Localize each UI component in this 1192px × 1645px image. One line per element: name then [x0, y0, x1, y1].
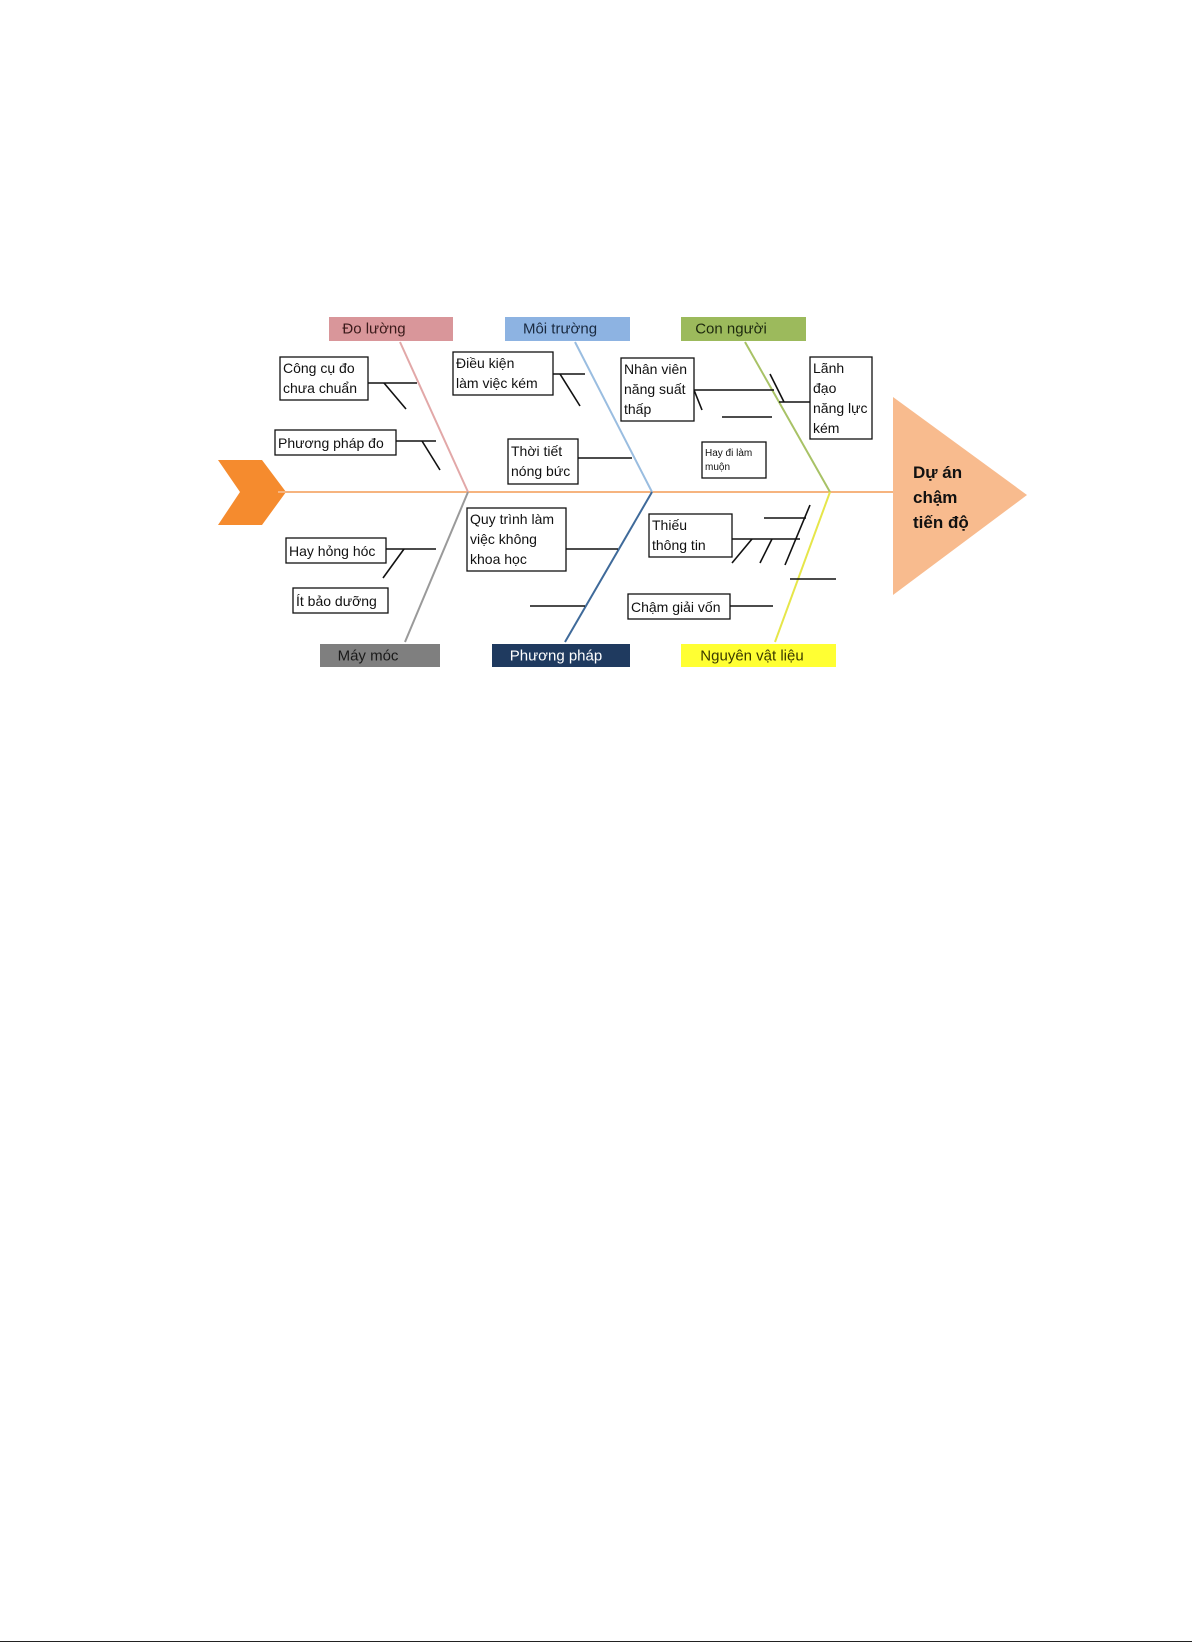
cause-box: Quy trình làm việc không khoa học — [466, 507, 567, 572]
svg-text:Điều kiện làm việc kém: Điều kiện làm việc kém — [456, 355, 538, 391]
category-phuong-phap: Phương pháp — [492, 644, 630, 667]
bone-nguyen-vat-lieu — [774, 491, 831, 643]
effect-line: chậm — [913, 488, 957, 507]
svg-text:Quy trình làm việc không: Quy trình làm việc không khoa học — [470, 511, 558, 567]
svg-text:Hay đi làm muộn: Hay đi làm muộn — [705, 448, 755, 473]
bone-con-nguoi — [744, 341, 831, 493]
bone-moi-truong — [574, 341, 653, 493]
bone-phuong-phap — [564, 491, 653, 643]
sub-bones — [368, 373, 836, 607]
cause-box: Thời tiết nóng bức — [507, 438, 579, 485]
cause-box: Thiếu thông tin — [648, 513, 733, 558]
tail-chevron — [218, 460, 286, 525]
effect-line: tiến độ — [913, 513, 969, 532]
cause-box: Hay hỏng hóc — [285, 537, 387, 564]
svg-text:Hay hỏng hóc: Hay hỏng hóc — [289, 543, 375, 559]
cause-box: Nhân viên năng suất thấp — [620, 357, 695, 422]
category-do-luong: Đo lường — [329, 317, 453, 341]
cause-box: Phương pháp đo — [274, 429, 397, 456]
svg-text:Nguyên vật liệu: Nguyên vật liệu — [700, 648, 803, 665]
svg-text:Thiếu thông tin: Thiếu thông tin — [652, 517, 706, 553]
svg-text:Chậm giải vốn: Chậm giải vốn — [631, 599, 721, 615]
svg-text:Lãnh đạo năng lực: Lãnh đạo năng lực kém — [813, 360, 871, 436]
category-moi-truong: Môi trường — [505, 317, 630, 341]
svg-text:Phương pháp: Phương pháp — [510, 648, 602, 665]
svg-text:Môi trường: Môi trường — [523, 321, 597, 338]
category-may-moc: Máy móc — [320, 644, 440, 667]
svg-text:Ít bảo dưỡng: Ít bảo dưỡng — [296, 593, 377, 609]
svg-text:Con người: Con người — [695, 321, 767, 338]
svg-text:Thời tiết nóng bức: Thời tiết nóng bức — [511, 443, 570, 479]
cause-box: Công cụ đo chưa chuẩn — [279, 356, 369, 401]
effect-line: Dự án — [913, 463, 962, 482]
svg-text:Đo lường: Đo lường — [342, 321, 405, 338]
cause-box: Điều kiện làm việc kém — [452, 351, 554, 396]
bone-may-moc — [404, 491, 469, 643]
effect-label: Dự án chậm tiến độ — [913, 463, 969, 532]
cause-box: Hay đi làm muộn — [701, 441, 767, 479]
page-bottom-rule — [0, 1641, 1192, 1642]
svg-text:Nhân viên năng suất: Nhân viên năng suất thấp — [624, 361, 691, 417]
bone-do-luong — [399, 341, 469, 493]
cause-box: Lãnh đạo năng lực kém — [809, 356, 873, 440]
svg-text:Máy móc: Máy móc — [338, 648, 399, 665]
category-nguyen-vat-lieu: Nguyên vật liệu — [681, 644, 836, 667]
effect-head — [893, 397, 1027, 595]
cause-box: Ít bảo dưỡng — [292, 587, 389, 614]
cause-box: Chậm giải vốn — [627, 593, 731, 620]
svg-text:Phương pháp đo: Phương pháp đo — [278, 435, 384, 451]
category-con-nguoi: Con người — [681, 317, 806, 341]
svg-text:Công cụ đo chưa chuẩn: Công cụ đo chưa chuẩn — [283, 360, 359, 396]
